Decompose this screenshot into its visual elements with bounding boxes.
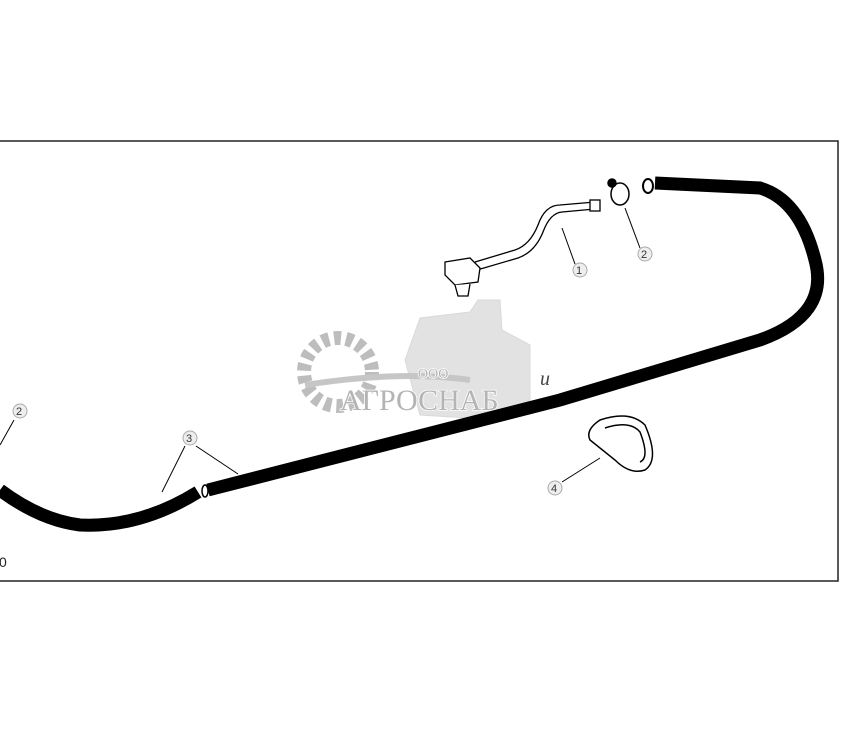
svg-text:3: 3: [186, 433, 192, 445]
watermark-name: АГРОСНАБ: [340, 384, 499, 417]
hose-3: [0, 484, 202, 532]
svg-text:4: 4: [551, 483, 557, 495]
pipe-part-1: [444, 199, 601, 297]
watermark-logo: ООО АГРОСНАБ: [297, 299, 531, 421]
callout-2-right[interactable]: 2: [637, 246, 653, 262]
stray-mark: u: [540, 368, 550, 390]
leader-lines: [0, 207, 641, 493]
diagram-frame: [0, 140, 839, 582]
svg-text:1: 1: [576, 265, 582, 277]
strap-part-4: [588, 415, 654, 472]
callout-4[interactable]: 4: [547, 480, 563, 496]
watermark-prefix: ООО: [418, 367, 448, 382]
svg-text:2: 2: [16, 406, 22, 418]
callout-1[interactable]: 1: [572, 262, 588, 278]
gear-icon: [297, 331, 379, 413]
clamp-part-2: [607, 178, 630, 206]
svg-text:2: 2: [641, 249, 647, 261]
hose-3-long: [206, 176, 825, 497]
callout-3[interactable]: 3: [182, 430, 198, 446]
figure-code: 0: [0, 554, 7, 570]
callout-2-left[interactable]: 2: [12, 403, 28, 419]
